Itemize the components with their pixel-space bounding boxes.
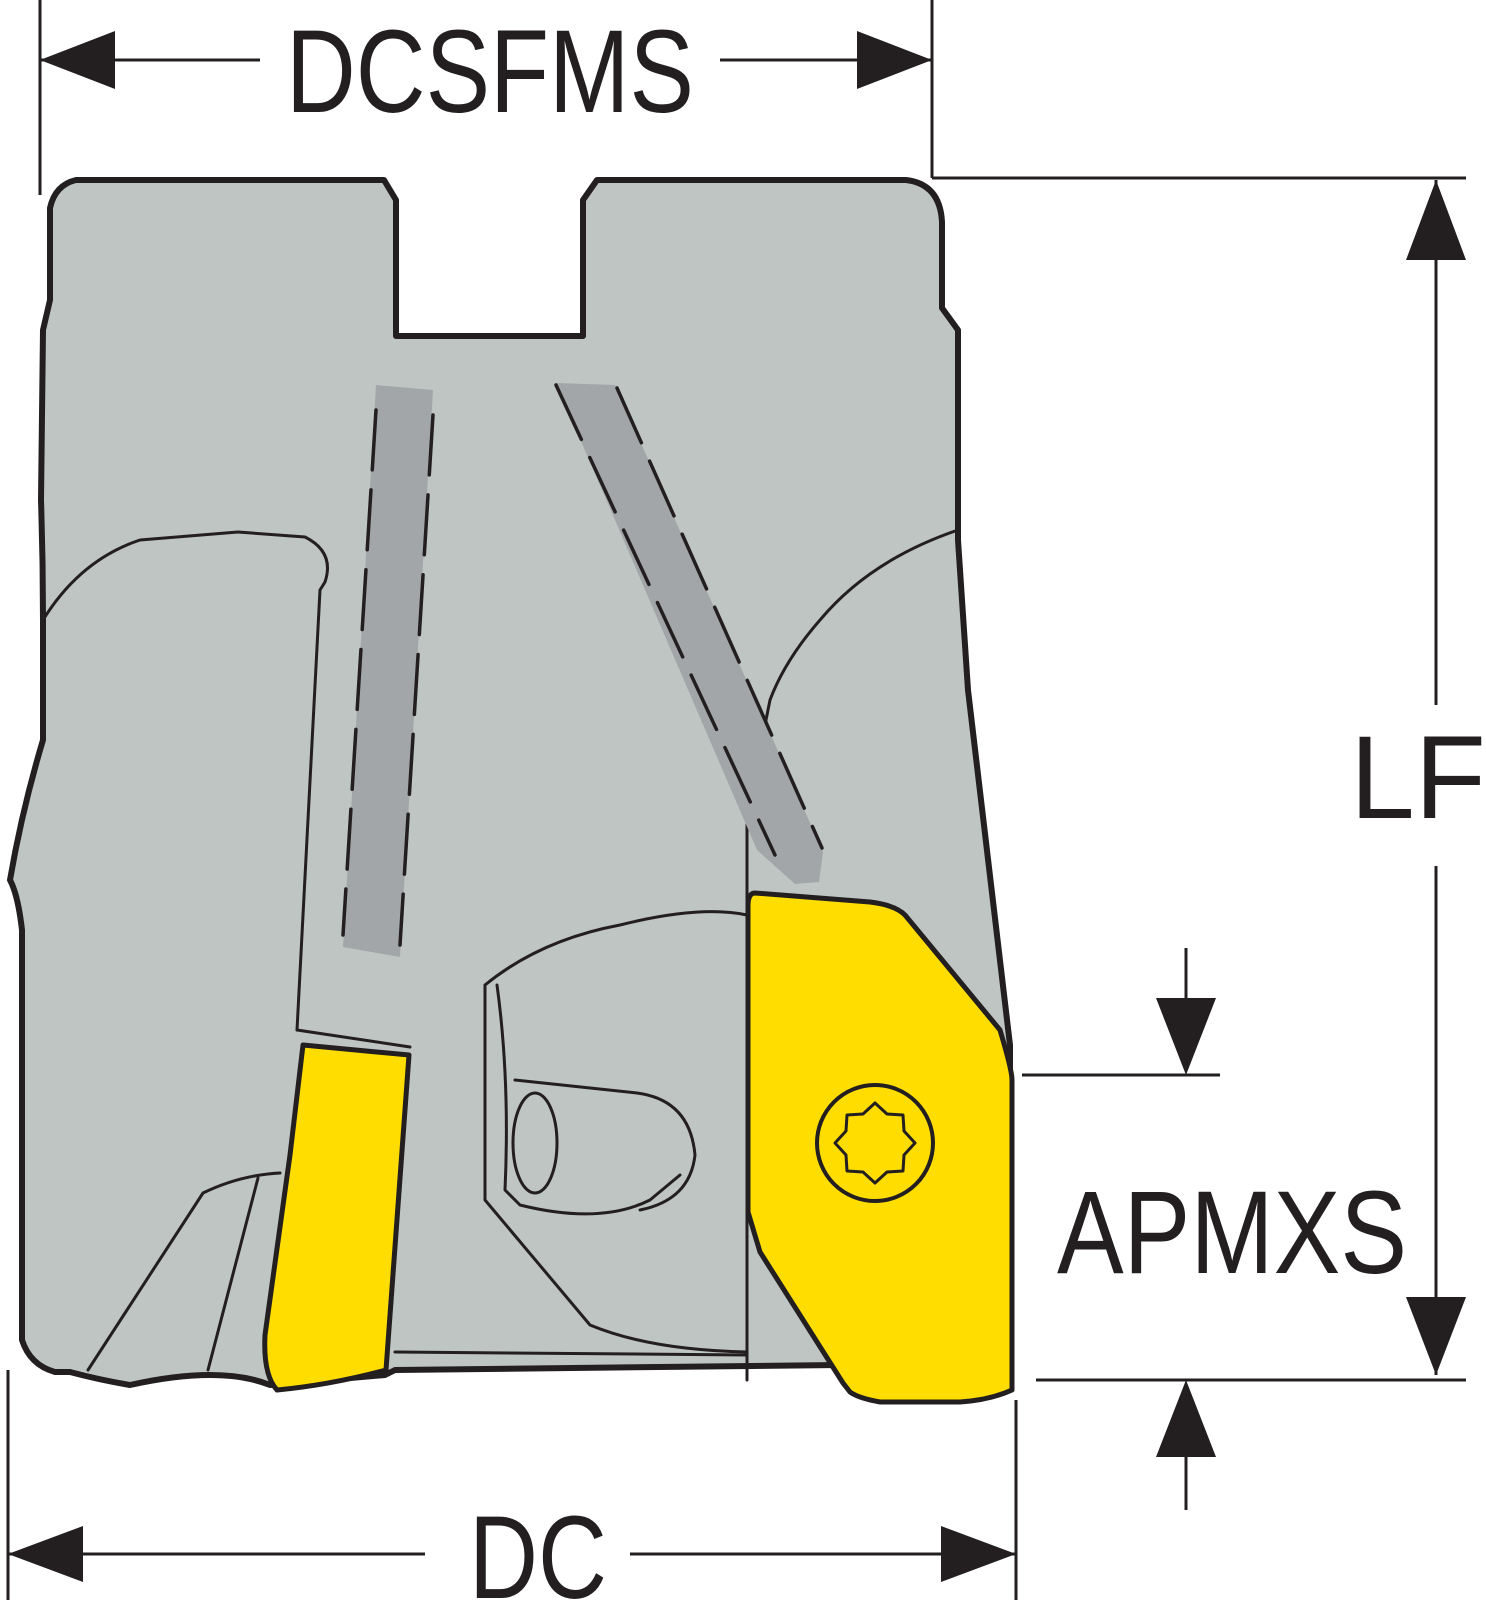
dc-label: DC: [469, 1492, 607, 1600]
lower-left-flute-line-2: [206, 1176, 260, 1372]
lf-arrow-bottom: [1406, 1297, 1466, 1375]
apmxs-label: APMXS: [1057, 1167, 1407, 1299]
dc-dimension: [6, 1370, 1018, 1600]
coolant-channel-right: [554, 383, 824, 884]
apmxs-arrow-up: [1156, 1380, 1216, 1457]
lower-left-flute-line: [86, 1171, 282, 1372]
dcsfms-dimension: [38, 0, 934, 195]
clamp-pocket-line: [483, 910, 749, 987]
coolant-channel-left: [341, 385, 435, 957]
clamp-screw-hole: [511, 1091, 559, 1195]
left-insert: [262, 1042, 412, 1393]
left-chip-groove-line: [295, 1028, 412, 1049]
torx-socket-icon: [833, 1101, 917, 1185]
lf-label: LF: [1350, 712, 1486, 844]
apmxs-dimension: [1022, 948, 1466, 1510]
dcsfms-arrow-left: [40, 31, 115, 89]
clamp-pocket-inner: [495, 983, 682, 1216]
upper-left-pocket-line: [41, 530, 329, 1032]
clamp-pocket-outline: [483, 983, 749, 1354]
inserts: [262, 890, 1015, 1405]
lf-arrow-top: [1406, 180, 1466, 260]
apmxs-arrow-down: [1156, 998, 1216, 1075]
dimensions: [6, 0, 1466, 1600]
dc-arrow-left: [8, 1526, 83, 1582]
dcsfms-arrow-right: [857, 31, 932, 89]
bottom-step-line: [393, 1350, 749, 1357]
clamp-screw-head: [513, 1078, 697, 1212]
dc-arrow-right: [941, 1526, 1016, 1582]
dcsfms-label: DCSFMS: [286, 6, 694, 138]
upper-right-pocket-line: [745, 528, 960, 1382]
lf-dimension: [932, 176, 1466, 1375]
